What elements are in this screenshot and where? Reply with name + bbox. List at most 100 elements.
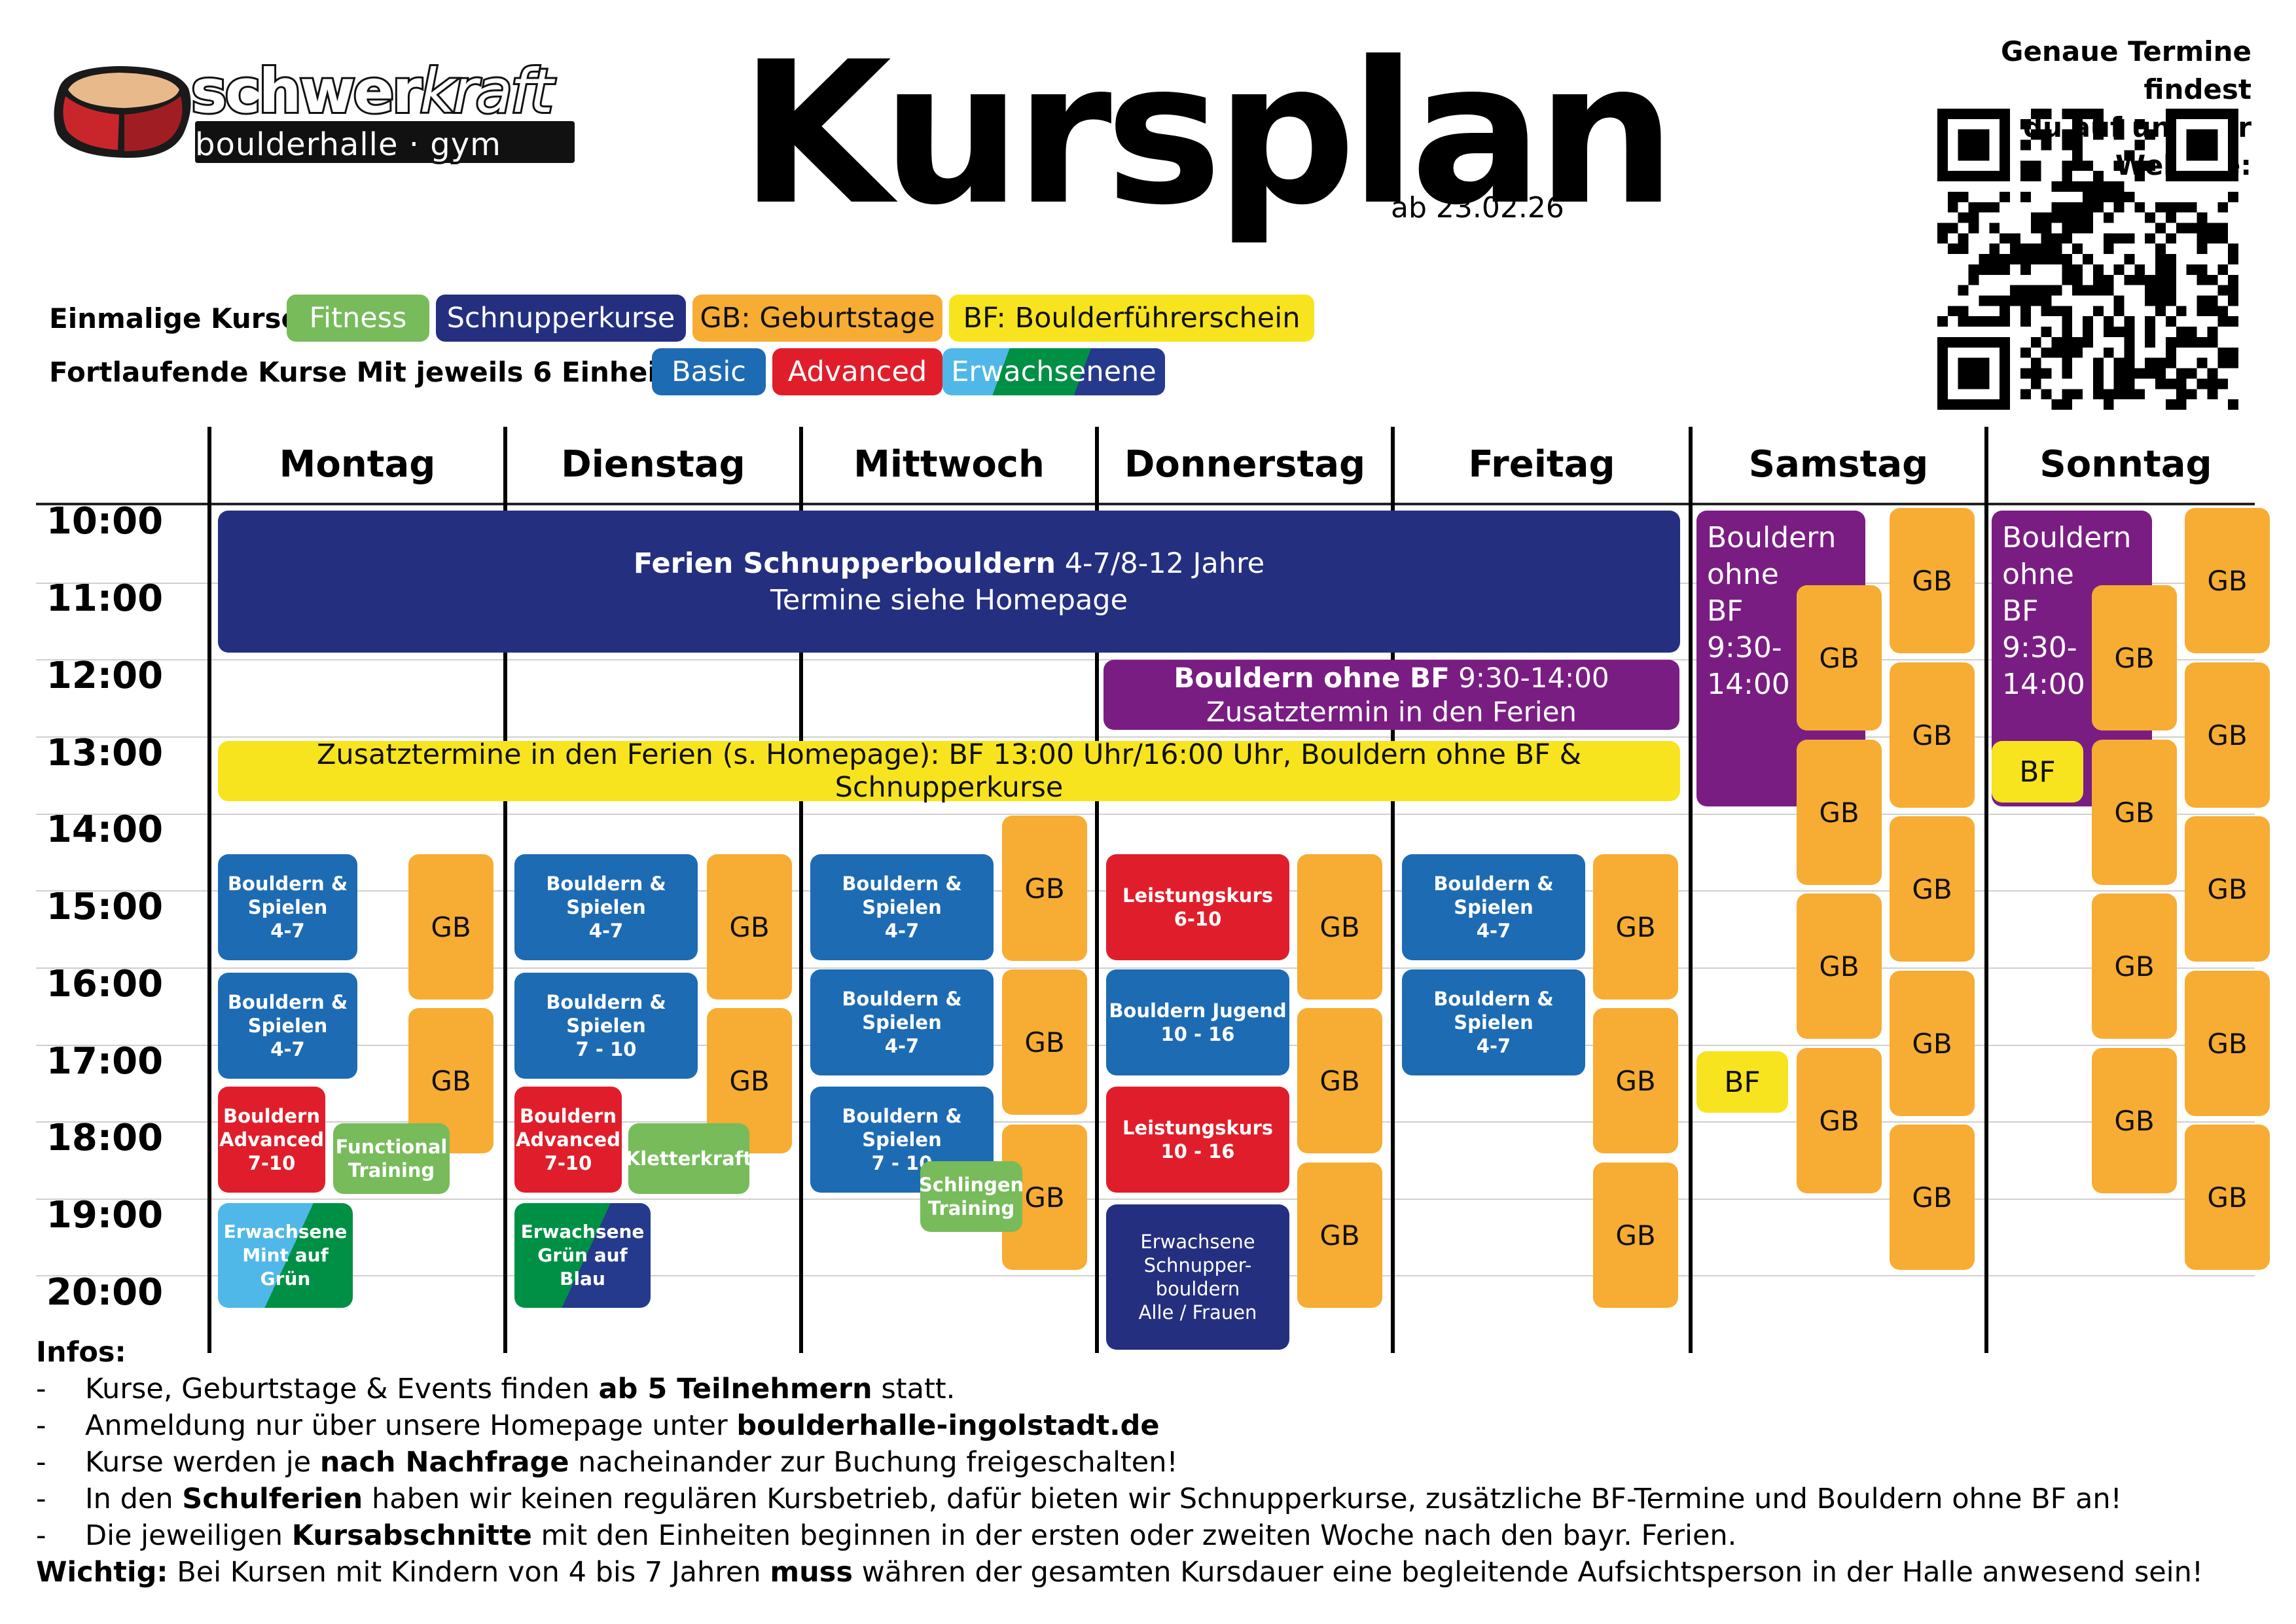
geburtstag-slot[interactable]: GB	[2092, 893, 2177, 1039]
day-header-montag: Montag	[279, 443, 436, 486]
column-divider	[207, 427, 211, 1353]
qr-code-icon[interactable]	[1937, 109, 2238, 410]
geburtstag-slot[interactable]: GB	[707, 1008, 792, 1153]
day-header-dienstag: Dienstag	[561, 443, 745, 486]
geburtstag-slot[interactable]: GB	[408, 854, 493, 1000]
event-age: 4-7	[1476, 1035, 1511, 1057]
event-title: Training	[348, 1159, 435, 1182]
event-age: 4-7	[588, 920, 624, 942]
geburtstag-slot[interactable]: GB	[1797, 1048, 1882, 1193]
geburtstag-slot[interactable]: GB	[2092, 740, 2177, 885]
event-title: Ferien Schnupperbouldern 4-7/8-12 Jahre	[633, 547, 1265, 580]
geburtstag-slot[interactable]: GB	[1593, 1163, 1678, 1308]
geburtstag-slot[interactable]: GB	[2185, 508, 2270, 653]
event-title: Bouldern & Spielen	[842, 873, 962, 918]
geburtstag-slot[interactable]: GB	[1297, 854, 1382, 1000]
time-label: 11:00	[46, 577, 164, 620]
geburtstag-slot[interactable]: GB	[1797, 893, 1882, 1039]
erwachsene-schnupperbouldern[interactable]: Erwachsene Schnupper- bouldern Alle / Fr…	[1106, 1204, 1289, 1350]
bouldern-ohne-bf-donnerstag[interactable]: Bouldern ohne BF 9:30-14:00 Zusatztermin…	[1103, 660, 1679, 730]
event-line: ohne	[2002, 558, 2074, 591]
geburtstag-slot[interactable]: GB	[1890, 508, 1975, 653]
geburtstag-slot[interactable]: GB	[1890, 816, 1975, 962]
geburtstag-slot[interactable]: GB	[1797, 740, 1882, 885]
event-title: Leistungskurs	[1122, 1117, 1274, 1139]
info-item: In den Schulferien haben wir keinen regu…	[36, 1481, 2274, 1517]
info-heading: Infos:	[36, 1336, 126, 1369]
event-age: 4-7	[270, 1038, 305, 1060]
geburtstag-slot[interactable]: GB	[1890, 971, 1975, 1116]
logo-wordmark: schwerkraft	[189, 54, 556, 128]
event-audience: Alle / Frauen	[1138, 1301, 1257, 1324]
event-line: Bouldern	[2002, 521, 2132, 554]
geburtstag-slot[interactable]: GB	[1002, 969, 1087, 1115]
geburtstag-slot[interactable]: GB	[1297, 1008, 1382, 1153]
event-line: 9:30-	[1707, 631, 1782, 664]
event-title: Bouldern & Spielen	[546, 873, 666, 918]
geburtstag-slot[interactable]: GB	[707, 854, 792, 1000]
geburtstag-slot[interactable]: GB	[1297, 1163, 1382, 1308]
geburtstag-slot[interactable]: GB	[1593, 1008, 1678, 1153]
page-title: Kursplan	[740, 20, 1676, 248]
geburtstag-slot[interactable]: GB	[2092, 1048, 2177, 1193]
kletterkraft-dienstag[interactable]: Kletterkraft	[626, 1123, 752, 1194]
event-age: 7 - 10	[575, 1038, 637, 1060]
event-age: 4-7	[270, 920, 305, 942]
time-label: 12:00	[46, 655, 164, 697]
geburtstag-slot[interactable]: GB	[2185, 816, 2270, 962]
geburtstag-slot[interactable]: GB	[1890, 1125, 1975, 1270]
geburtstag-slot[interactable]: GB	[2185, 971, 2270, 1116]
column-divider	[799, 427, 803, 1353]
grid-line	[36, 736, 2255, 738]
time-label: 14:00	[46, 808, 164, 851]
event-title: Schlingen	[918, 1174, 1024, 1196]
event-level: Advanced	[219, 1128, 324, 1151]
geburtstag-slot[interactable]: GB	[1797, 585, 1882, 731]
event-title: Erwachsene	[520, 1221, 645, 1242]
event-title: Bouldern & Spielen	[1433, 988, 1554, 1034]
event-line: BF	[2002, 594, 2039, 628]
event-title: Bouldern & Spielen	[227, 991, 348, 1037]
event-age: 7-10	[544, 1152, 592, 1174]
grid-line	[36, 814, 2255, 815]
column-divider	[1689, 427, 1693, 1353]
header-separator	[36, 503, 2255, 505]
geburtstag-slot[interactable]: GB	[2185, 662, 2270, 808]
geburtstag-slot[interactable]: GB	[1593, 854, 1678, 1000]
day-header-donnerstag: Donnerstag	[1124, 443, 1366, 486]
event-note: Termine siehe Homepage	[770, 583, 1128, 617]
event-level: Mint auf Grün	[242, 1244, 329, 1290]
geburtstag-slot[interactable]: GB	[1002, 816, 1087, 961]
time-label: 15:00	[46, 886, 164, 928]
geburtstag-slot[interactable]: GB	[2092, 585, 2177, 731]
zusatztermine-block[interactable]: Zusatztermine in den Ferien (s. Homepage…	[218, 738, 1680, 804]
column-divider	[1984, 427, 1988, 1353]
column-divider	[503, 427, 507, 1353]
event-age: 4-7	[884, 920, 920, 942]
legend-boulderfuehrerschein: BF: Boulderführerschein	[949, 295, 1314, 342]
geburtstag-slot[interactable]: GB	[2185, 1125, 2270, 1270]
bf-slot-sonntag[interactable]: BF	[1992, 741, 2083, 803]
geburtstag-slot[interactable]: GB	[1890, 662, 1975, 808]
event-title: Schnupper-	[1143, 1254, 1252, 1276]
bf-slot-samstag[interactable]: BF	[1696, 1051, 1788, 1113]
ferien-schnupperbouldern-block[interactable]: Ferien Schnupperbouldern 4-7/8-12 Jahre …	[218, 511, 1680, 653]
homepage-link[interactable]: boulderhalle-ingolstadt.de	[736, 1409, 1160, 1442]
